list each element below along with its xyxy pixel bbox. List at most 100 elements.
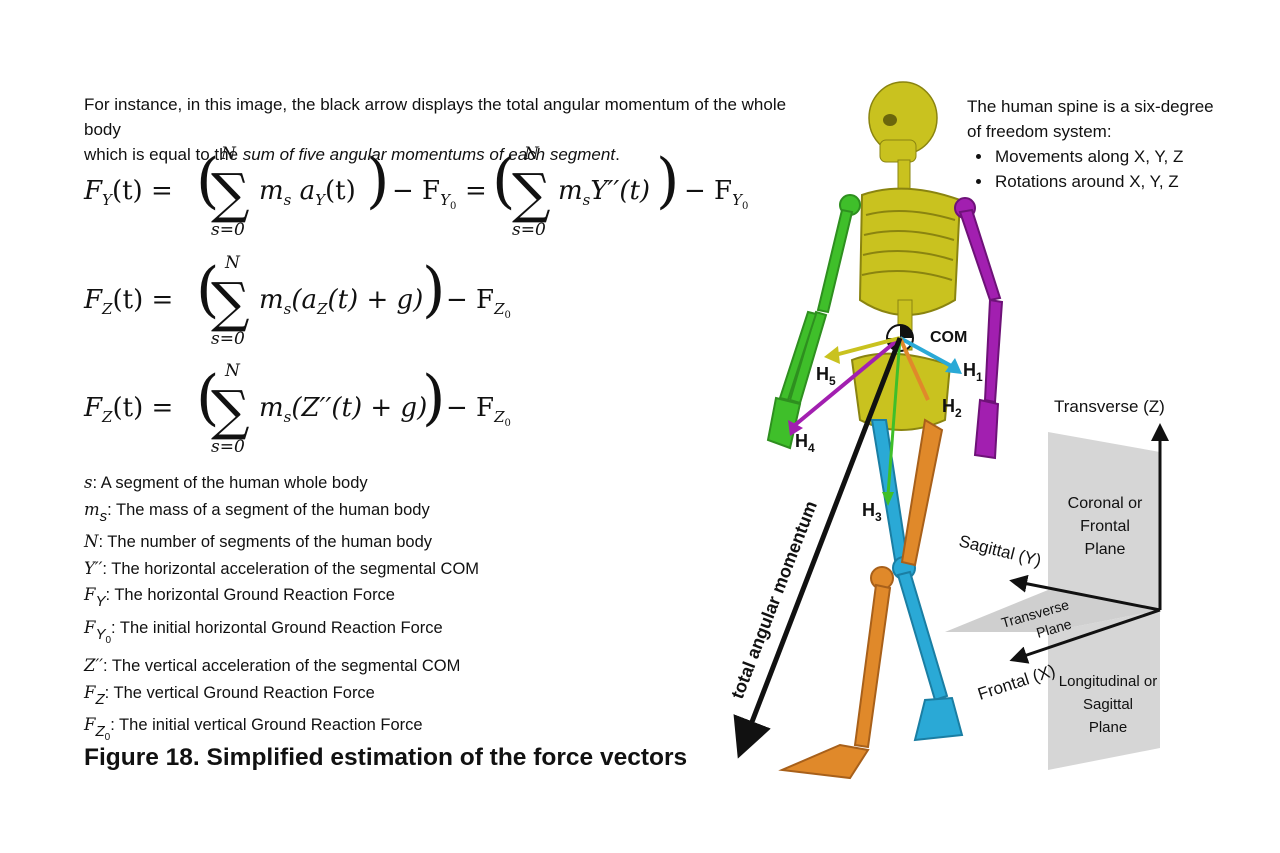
intro-line-1: For instance, in this image, the black a… [84,95,787,139]
eq1-minus2-sub: Y [732,191,742,209]
eq3-lhs: F [84,393,103,423]
eq2-paren-close: ) [422,255,446,325]
h3-arrowhead [882,492,894,506]
eq1-sigma2: ∑ [512,162,551,225]
h5-vector [834,336,901,357]
eq3-minus: − F [446,393,495,423]
longitudinal-label-line-1: Longitudinal or [1059,673,1157,690]
eq3-term: m [259,393,284,423]
definition-symbol-sub: Z [95,690,105,708]
definition-item: FZ0: The initial vertical Ground Reactio… [84,712,479,751]
h2-vector [898,337,930,401]
com-label: COM [930,329,967,346]
planes-diagram [945,423,1169,770]
eq2-sigma: ∑ [211,271,250,334]
h1-vector [899,336,956,370]
eq3-sum-top: N [225,361,240,381]
sagittal-y-label: Sagittal (Y) [957,531,1043,570]
eq1-paren-close: ) [366,146,390,216]
intro-paragraph: For instance, in this image, the black a… [84,92,824,167]
eq1-minus2-subsub: 0 [742,201,749,212]
eq2-minus-sub: Z [494,300,505,318]
coronal-label-line-1: Coronal or [1068,495,1143,512]
eq1-term-b: m [558,176,583,206]
eq2-lhs-sub: Z [102,300,113,318]
equation-2: FZ(t) = ( N ∑ s=0 ms(aZ(t) + g) ) − FZ0 [84,253,584,365]
definition-symbol: N [84,532,99,551]
definition-symbol: F [84,715,96,734]
definition-item: Z′′: The vertical acceleration of the se… [84,653,479,680]
eq2-term-rest1: (a [291,285,318,315]
figure-caption: Figure 18. Simplified estimation of the … [84,744,688,771]
definition-symbol: F [84,585,96,604]
coronal-label-line-2: Frontal [1080,518,1130,535]
spine-note-bullets: Movements along X, Y, Z Rotations around… [967,144,1267,194]
eq1-sum2-bottom: s=0 [512,220,546,240]
spine-note-bullet: Rotations around X, Y, Z [993,169,1267,194]
eq1-term-b-rest: Y′′(t) [590,176,651,206]
spine-note-line-1: The human spine is a six-degree [967,97,1214,116]
eq2-minus: − F [446,285,495,315]
definition-text: : The number of segments of the human bo… [98,533,432,551]
definition-item: Y′′: The horizontal acceleration of the … [84,556,479,583]
eq2-term-rest-sub: Z [317,300,328,318]
coronal-plane-shape [1048,432,1160,610]
definition-item: FZ: The vertical Ground Reaction Force [84,680,479,713]
eq2-lhs-arg: (t) = [112,285,174,315]
h4-label: H4 [795,431,815,455]
spine-note: The human spine is a six-degree of freed… [967,94,1267,194]
definition-text: : The mass of a segment of the human bod… [107,500,430,519]
h3-label: H3 [862,500,882,524]
x-axis [1009,608,1161,664]
eq3-term-sub: s [283,408,292,426]
h2-label: H2 [942,396,962,420]
definition-symbol: Y′′ [84,558,103,578]
longitudinal-plane-shape [1048,610,1160,770]
definition-item: ms: The mass of a segment of the human b… [84,497,479,530]
equation-1: FY(t) = ( N ∑ s=0 ms aY(t) ) − FY0 = ( N… [84,144,784,256]
definition-text: : A segment of the human whole body [92,474,368,492]
eq1-term-a-rest-sub: Y [315,191,326,209]
eq2-term: m [259,285,284,315]
eq1-term-a-sub: s [283,191,292,209]
eq1-lhs-sub: Y [102,191,112,209]
h1-label: H1 [963,360,983,384]
h5-label: H5 [816,364,836,388]
jaw-shape [879,139,917,163]
h5-arrowhead [824,346,840,364]
eq3-minus-sub: Z [494,408,505,426]
right-arm [954,197,1004,460]
h4-arrowhead [788,420,803,436]
eq2-sum-top: N [225,253,240,273]
definitions-list: s: A segment of the human whole body ms:… [84,470,479,751]
eq2-sum-bottom: s=0 [211,329,245,349]
eq1-sigma: ∑ [211,162,250,225]
definition-symbol-subsub: 0 [105,634,112,646]
eq3-term-rest: (Z′′(t) + g) [291,393,428,423]
eq2-minus-subsub: 0 [504,310,511,321]
h1-arrowhead [945,358,962,374]
eq1-term-a: m [259,176,284,206]
eq1-minus1: − F [392,176,441,206]
coronal-label-line-3: Plane [1085,541,1126,558]
eq3-sigma: ∑ [211,379,250,442]
definition-item: N: The number of segments of the human b… [84,529,479,556]
eq1-term-b-sub: s [582,191,591,209]
definition-symbol: F [84,617,96,637]
definition-text: : The horizontal acceleration of the seg… [102,559,480,578]
eq3-lhs-sub: Z [102,408,113,426]
eq3-lhs-arg: (t) = [112,393,174,423]
definition-text: : The horizontal Ground Reaction Force [105,586,395,604]
eq1-paren2-open: ( [492,146,516,216]
eq1-sum-top: N [221,144,236,164]
eq1-paren2-close: ) [656,146,680,216]
definition-item: s: A segment of the human whole body [84,470,479,497]
definition-symbol-sub: s [99,507,108,525]
left-arm [766,194,861,450]
total-momentum-arrow [733,337,903,759]
intro-line-2-end: . [615,145,620,164]
eq1-minus2: − F [684,176,733,206]
eq3-sum-bottom: s=0 [211,437,245,457]
eq1-term-a-rest: a [291,176,316,206]
